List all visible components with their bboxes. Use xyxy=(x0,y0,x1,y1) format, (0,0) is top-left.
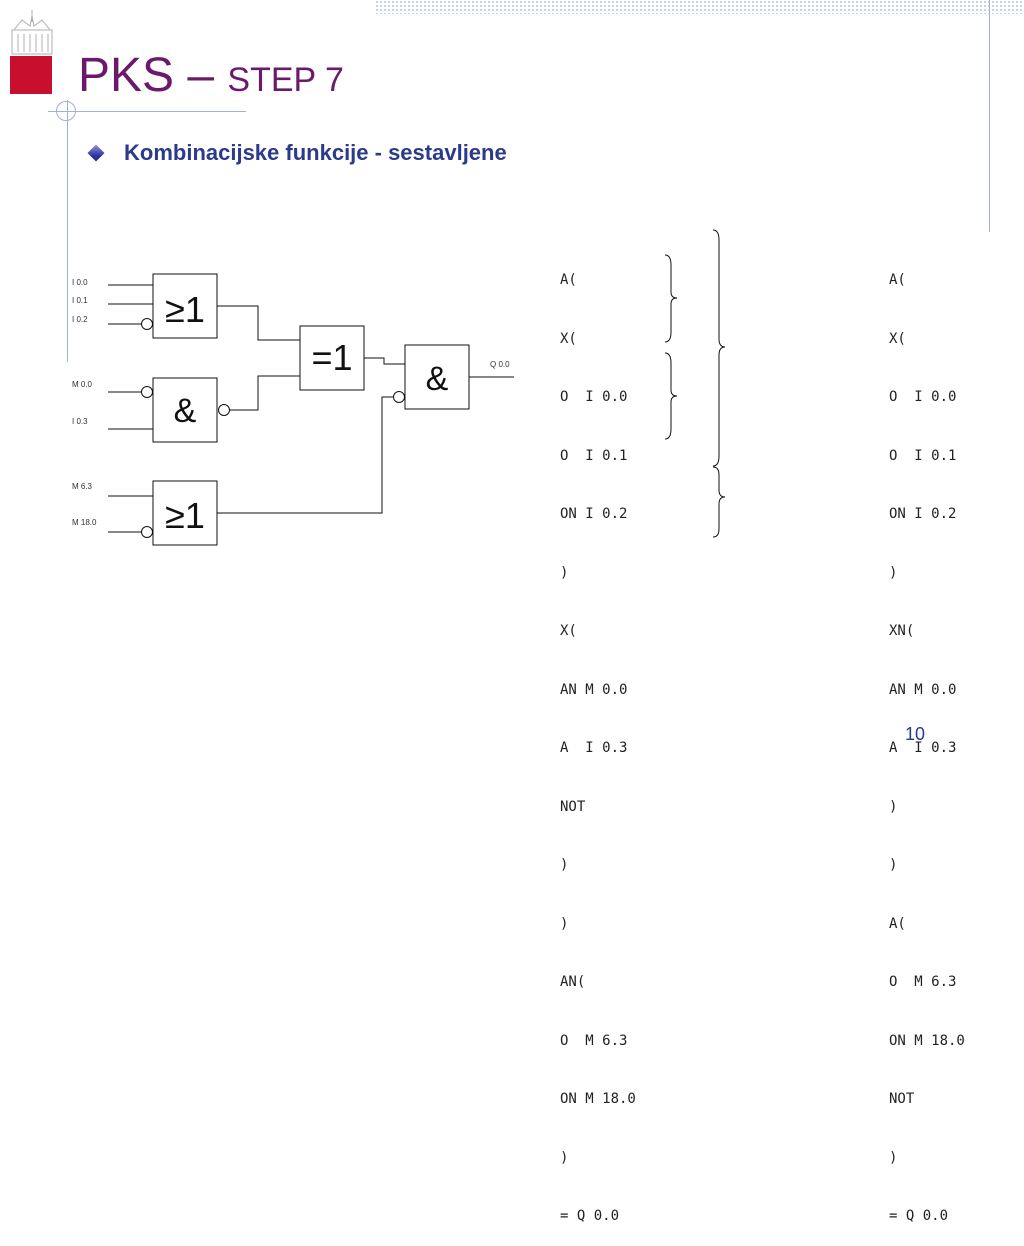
code-line: NOT xyxy=(889,1091,915,1107)
negation-bubble-i02 xyxy=(141,318,153,330)
code-line: O I 0.0 xyxy=(560,389,628,405)
code-line: X( xyxy=(889,330,906,347)
decorative-line-horizontal xyxy=(48,111,246,112)
decorative-line-right xyxy=(989,0,990,232)
code-line: ) xyxy=(560,564,569,581)
code-line: ON M 18.0 xyxy=(560,1091,636,1107)
brace-an xyxy=(712,466,726,538)
code-line: O M 6.3 xyxy=(889,974,957,990)
code-line: = Q 0.0 xyxy=(889,1208,949,1224)
gate-xor-symbol: =1 xyxy=(311,337,352,378)
input-label: I 0.0 xyxy=(72,278,88,287)
input-label: I 0.3 xyxy=(72,417,88,426)
code-line: A I 0.3 xyxy=(560,740,628,756)
input-label: I 0.2 xyxy=(72,315,88,324)
output-label: Q 0.0 xyxy=(490,360,510,369)
code-line: ON I 0.2 xyxy=(889,506,957,522)
gate-and-out-symbol: & xyxy=(426,360,449,398)
negation-bubble-and1-out xyxy=(218,404,230,416)
code-line: NOT xyxy=(560,798,586,815)
crosshair-circle xyxy=(56,101,76,121)
dotted-header-band xyxy=(375,0,1024,14)
code-line: ) xyxy=(560,915,569,932)
negation-bubble-m180 xyxy=(141,526,153,538)
stl-code-listing-b: A( X( O I 0.0 O I 0.1 ON I 0.2 ) XN( AN … xyxy=(889,232,965,1246)
code-line: ON M 18.0 xyxy=(889,1032,965,1049)
wire-or2-and xyxy=(217,396,393,514)
input-label: I 0.1 xyxy=(72,296,88,305)
code-line: O I 0.1 xyxy=(889,447,957,464)
brace-x1 xyxy=(664,254,678,343)
page-title: PKS – STEP 7 xyxy=(78,48,344,103)
input-label: M 18.0 xyxy=(72,518,97,527)
stl-code-listing-a: A( X( O I 0.0 O I 0.1 ON I 0.2 ) X( AN M… xyxy=(560,232,636,1246)
code-line: O M 6.3 xyxy=(560,1032,628,1049)
code-braces xyxy=(664,229,726,538)
code-line: AN M 0.0 xyxy=(889,681,957,698)
code-line: A( xyxy=(889,915,906,932)
code-line: A( xyxy=(889,272,906,288)
title-main: PKS – xyxy=(78,49,228,102)
code-line: = Q 0.0 xyxy=(560,1208,620,1224)
page-number: 10 xyxy=(905,724,926,744)
negation-bubble-m00 xyxy=(141,386,153,398)
code-line: AN( xyxy=(560,974,586,990)
gate-and-1-symbol: & xyxy=(174,392,197,430)
code-line: ) xyxy=(560,1149,569,1166)
code-line: X( xyxy=(560,330,577,347)
university-logo xyxy=(10,10,53,94)
bullet-text: Kombinacijske funkcije - sestavljene xyxy=(124,140,507,165)
code-line: ) xyxy=(889,1149,898,1166)
code-line: A I 0.3 xyxy=(889,740,957,756)
negation-bubble-or2-in xyxy=(393,391,405,403)
code-line: ) xyxy=(889,857,898,873)
brace-x2 xyxy=(664,352,678,440)
wire-or1-xor xyxy=(217,305,300,341)
code-line: O I 0.0 xyxy=(889,389,957,405)
gate-and-1 xyxy=(152,377,218,443)
decorative-line-left xyxy=(67,100,68,362)
code-line: ) xyxy=(560,857,569,873)
wire-and1-xor xyxy=(230,375,300,411)
brace-a xyxy=(712,229,726,467)
code-line: A( xyxy=(560,272,577,288)
wire-xor-and xyxy=(364,357,405,365)
gate-or-1-symbol: ≥1 xyxy=(165,289,205,330)
code-line: ON I 0.2 xyxy=(560,506,628,522)
logic-diagram: ≥1 & ≥1 =1 & I 0.0 I 0.1 I 0.2 M 0.0 I 0… xyxy=(72,273,514,546)
gate-or-2-symbol: ≥1 xyxy=(165,495,205,536)
code-line: ) xyxy=(889,798,898,815)
code-line: O I 0.1 xyxy=(560,447,628,464)
code-line: X( xyxy=(560,623,577,639)
input-label: M 6.3 xyxy=(72,482,93,491)
code-line: AN M 0.0 xyxy=(560,681,628,698)
title-sub: STEP 7 xyxy=(227,61,344,99)
input-label: M 0.0 xyxy=(72,380,93,389)
code-line: XN( xyxy=(889,623,915,639)
code-line: ) xyxy=(889,564,898,581)
